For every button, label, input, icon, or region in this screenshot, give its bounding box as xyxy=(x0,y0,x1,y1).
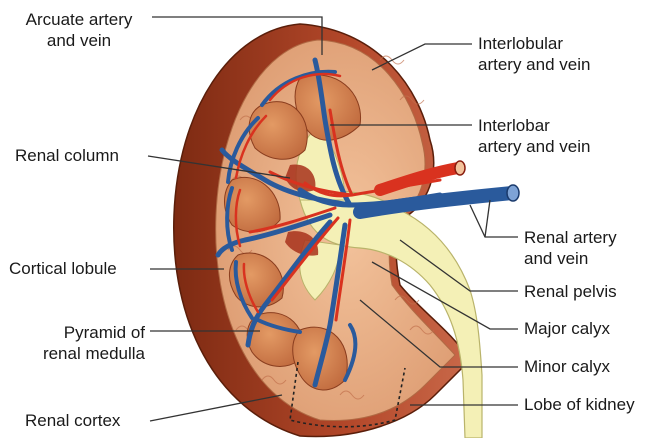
leader-renal-artery xyxy=(470,205,518,237)
label-renal-artery-vein: Renal artery and vein xyxy=(524,227,617,269)
label-major-calyx: Major calyx xyxy=(524,318,610,339)
leader-renal-artery-2 xyxy=(485,200,490,237)
label-lobe-of-kidney: Lobe of kidney xyxy=(524,394,635,415)
label-arcuate: Arcuate artery and vein xyxy=(9,9,149,51)
label-interlobular: Interlobular artery and vein xyxy=(478,33,590,75)
label-renal-column: Renal column xyxy=(15,145,119,166)
label-minor-calyx: Minor calyx xyxy=(524,356,610,377)
label-cortical-lobule: Cortical lobule xyxy=(9,258,117,279)
label-renal-pelvis: Renal pelvis xyxy=(524,281,617,302)
label-pyramid: Pyramid of renal medulla xyxy=(10,322,145,364)
label-interlobar: Interlobar artery and vein xyxy=(478,115,590,157)
label-renal-cortex: Renal cortex xyxy=(25,410,120,431)
